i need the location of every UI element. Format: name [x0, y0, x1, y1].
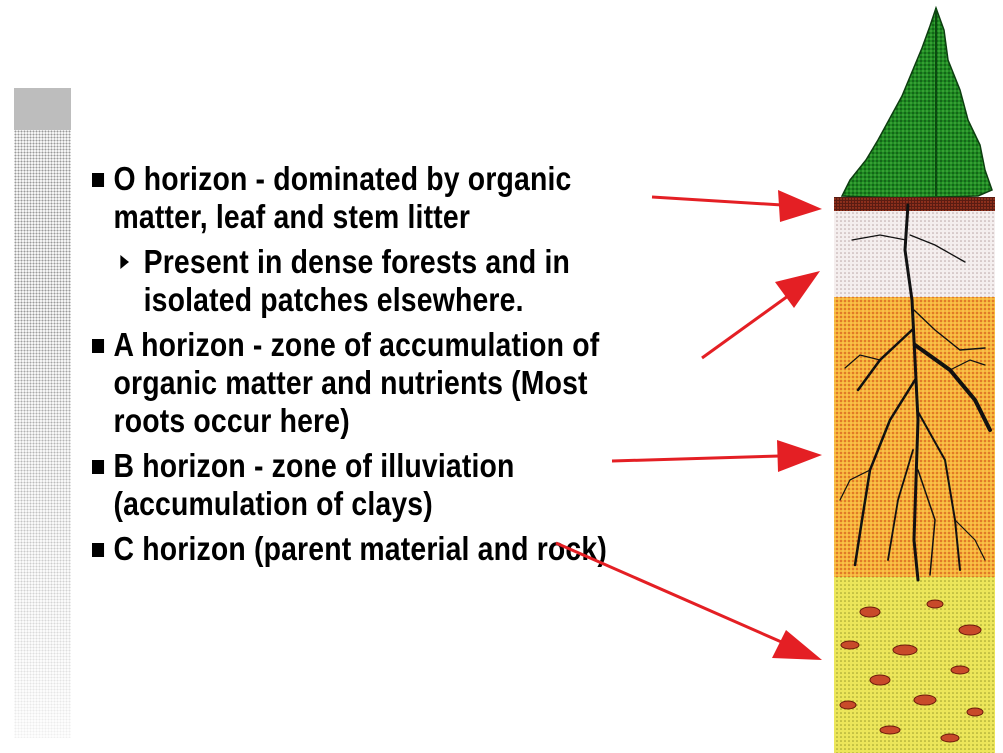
arrow-icon [612, 440, 822, 472]
tree-icon [842, 8, 992, 198]
square-bullet-icon [92, 173, 104, 187]
horizon-list: O horizon - dominated by organic matter,… [92, 160, 642, 575]
a-horizon-layer [834, 211, 995, 297]
list-item-b-horizon: B horizon - zone of illuviation (accumul… [92, 447, 642, 523]
o-horizon-layer [834, 197, 995, 211]
roots [840, 205, 990, 580]
b-horizon-layer [834, 297, 995, 577]
square-bullet-icon [92, 543, 104, 557]
arrow-icon [652, 190, 822, 222]
side-strip-solid [14, 88, 71, 130]
square-bullet-icon [92, 460, 104, 474]
list-item-c-horizon: C horizon (parent material and rock) [92, 530, 642, 568]
soil-column [834, 197, 995, 753]
o-horizon-subtext: Present in dense forests and in isolated… [144, 243, 570, 318]
c-horizon-layer [834, 577, 995, 753]
list-subitem-o-horizon: Present in dense forests and in isolated… [92, 243, 642, 319]
decorative-side-strip [14, 88, 71, 738]
list-item-a-horizon: A horizon - zone of accumulation of orga… [92, 326, 642, 440]
arrow-icon [702, 271, 820, 358]
rocks [840, 600, 983, 742]
a-horizon-text: A horizon - zone of accumulation of orga… [114, 326, 600, 439]
c-horizon-text: C horizon (parent material and rock) [114, 530, 607, 567]
triangle-bullet-icon [120, 255, 129, 269]
square-bullet-icon [92, 339, 104, 353]
side-strip-dither [14, 130, 71, 738]
b-horizon-text: B horizon - zone of illuviation (accumul… [114, 447, 515, 522]
o-horizon-text: O horizon - dominated by organic matter,… [114, 160, 572, 235]
list-item-o-horizon: O horizon - dominated by organic matter,… [92, 160, 642, 236]
